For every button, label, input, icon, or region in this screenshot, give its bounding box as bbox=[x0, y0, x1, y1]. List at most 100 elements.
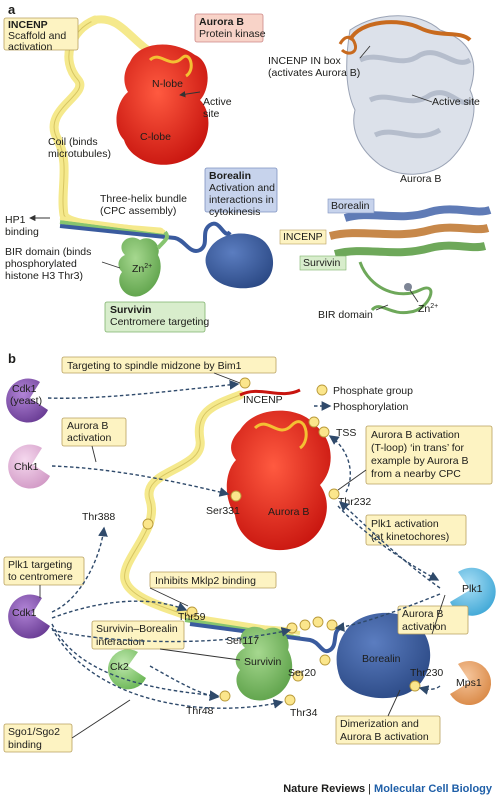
legend-phospho: Phosphorylation bbox=[333, 401, 408, 413]
dimer-1: Dimerization and bbox=[340, 718, 419, 730]
phosphate-dot bbox=[186, 606, 198, 618]
thr388-label: Thr388 bbox=[82, 511, 115, 523]
journal-section: Molecular Cell Biology bbox=[374, 783, 492, 795]
mps1-label: Mps1 bbox=[456, 677, 482, 689]
ck2-label: Ck2 bbox=[110, 661, 129, 673]
aurora-act-callout bbox=[397, 605, 469, 635]
aurora-title: Aurora B bbox=[199, 16, 244, 28]
zn-label: Zn2+ bbox=[132, 263, 152, 275]
tloop-2: (T-loop) ‘in trans’ for bbox=[371, 442, 464, 454]
ser331-label: Ser331 bbox=[206, 505, 240, 517]
aurora-b-blob-b bbox=[226, 410, 331, 551]
phosphate-dot bbox=[284, 694, 296, 706]
borealin-title: Borealin bbox=[209, 170, 251, 182]
struct-survivin: Survivin bbox=[303, 257, 341, 269]
journal-footer: Nature Reviews|Molecular Cell Biology bbox=[283, 783, 492, 795]
active-site-2: site bbox=[203, 108, 220, 120]
coil-2: microtubules) bbox=[48, 148, 111, 160]
chk1-callout-2: activation bbox=[67, 432, 112, 444]
bir-2: phosphorylated bbox=[5, 258, 77, 270]
phosphate-dot bbox=[312, 616, 324, 628]
mps1-kinase bbox=[450, 661, 492, 706]
borealin-desc-2: interactions in bbox=[209, 194, 274, 206]
dimer-2: Aurora B activation bbox=[340, 731, 429, 743]
mklp2-text: Inhibits Mklp2 binding bbox=[155, 575, 256, 587]
aurora-callout bbox=[194, 13, 264, 43]
incenp-in-box-2: (activates Aurora B) bbox=[268, 67, 360, 79]
struct-bir: BIR domain bbox=[318, 309, 373, 321]
bir-3: histone H3 Thr3) bbox=[5, 270, 83, 282]
incenp-title: INCENP bbox=[8, 19, 48, 31]
plk1-targeting-2: to centromere bbox=[8, 571, 73, 583]
cdk1-kinase bbox=[8, 594, 50, 639]
struct-incenp: INCENP bbox=[283, 231, 323, 243]
three-helix-2: (CPC assembly) bbox=[100, 205, 176, 217]
borealin-desc-1: Activation and bbox=[209, 182, 275, 194]
aurora-b-blob-a bbox=[116, 44, 209, 165]
sgo-1: Sgo1/Sgo2 bbox=[8, 726, 60, 738]
struct-borealin: Borealin bbox=[331, 200, 370, 212]
coil-1: Coil (binds bbox=[48, 136, 98, 148]
legend-phosphate-dot bbox=[316, 384, 328, 396]
ck2-kinase bbox=[107, 649, 146, 690]
helix-bundle-structure bbox=[328, 205, 492, 315]
survivin-label-b: Survivin bbox=[244, 656, 282, 668]
chk1-callout bbox=[61, 417, 127, 447]
cdk1-yeast-1: Cdk1 bbox=[12, 383, 37, 395]
incenp-callout bbox=[3, 17, 79, 51]
ser117-label: Ser117 bbox=[226, 635, 259, 647]
legend-phosphate: Phosphate group bbox=[333, 385, 413, 397]
plk1-targeting-1: Plk1 targeting bbox=[8, 559, 72, 571]
incenp-desc-1: Scaffold and bbox=[8, 30, 66, 42]
phosphate-dot bbox=[239, 377, 251, 389]
aurora-act-2: activation bbox=[402, 621, 447, 633]
ser20-label: Ser20 bbox=[288, 667, 316, 679]
phosphate-dot bbox=[326, 619, 338, 631]
sgo-2: binding bbox=[8, 739, 42, 751]
bim1-callout bbox=[61, 356, 277, 374]
hp1-1: HP1 bbox=[5, 214, 26, 226]
thr230-label: Thr230 bbox=[410, 667, 443, 679]
aurora-desc: Protein kinase bbox=[199, 28, 266, 40]
surv-bor-1: Survivin–Borealin bbox=[96, 623, 178, 635]
borealin-blob-a bbox=[205, 233, 274, 289]
survivin-desc: Centromere targeting bbox=[110, 316, 209, 328]
surv-bor-2: interaction bbox=[96, 636, 145, 648]
callout-pointers bbox=[39, 372, 446, 739]
chk1-callout-1: Aurora B bbox=[67, 420, 108, 432]
thr34-label: Thr34 bbox=[290, 707, 318, 719]
borealin-label-b: Borealin bbox=[362, 653, 401, 665]
n-lobe-label: N-lobe bbox=[152, 78, 183, 90]
phosphate-dot bbox=[230, 490, 242, 502]
plk1-kt-callout bbox=[365, 514, 467, 546]
struct-zn: Zn2+ bbox=[418, 303, 438, 315]
tloop-1: Aurora B activation bbox=[371, 429, 460, 441]
phosphate-dot bbox=[286, 622, 298, 634]
phosphate-dot bbox=[409, 680, 421, 692]
plk1-kinase bbox=[450, 567, 496, 616]
survivin-callout bbox=[104, 301, 206, 333]
chk1-label: Chk1 bbox=[14, 461, 39, 473]
bim1-text: Targeting to spindle midzone by Bim1 bbox=[67, 360, 242, 372]
cdk1-yeast-kinase bbox=[6, 378, 48, 423]
tloop-3: example by Aurora B bbox=[371, 455, 468, 467]
plk1-kt-2: (at kinetochores) bbox=[371, 531, 449, 543]
survivin-blob-a bbox=[118, 237, 161, 297]
panel-b-label: b bbox=[8, 351, 16, 366]
struct-active-site: Active site bbox=[432, 96, 480, 108]
phosphate-dot bbox=[318, 426, 330, 438]
footer-separator: | bbox=[368, 783, 372, 795]
phosphate-dot bbox=[299, 619, 311, 631]
thr59-label: Thr59 bbox=[178, 611, 206, 623]
c-lobe-label: C-lobe bbox=[140, 131, 171, 143]
mklp2-callout bbox=[149, 571, 277, 589]
phosphate-dot bbox=[142, 518, 154, 530]
panel-a-label: a bbox=[8, 2, 16, 17]
aurora-b-label-b: Aurora B bbox=[268, 506, 309, 518]
phosphate-dot bbox=[219, 690, 231, 702]
incenp-in-box-1: INCENP IN box bbox=[268, 55, 341, 67]
incenp-label-b: INCENP bbox=[243, 394, 283, 406]
phosphate-dot bbox=[328, 488, 340, 500]
cdk1-yeast-2: (yeast) bbox=[10, 395, 42, 407]
